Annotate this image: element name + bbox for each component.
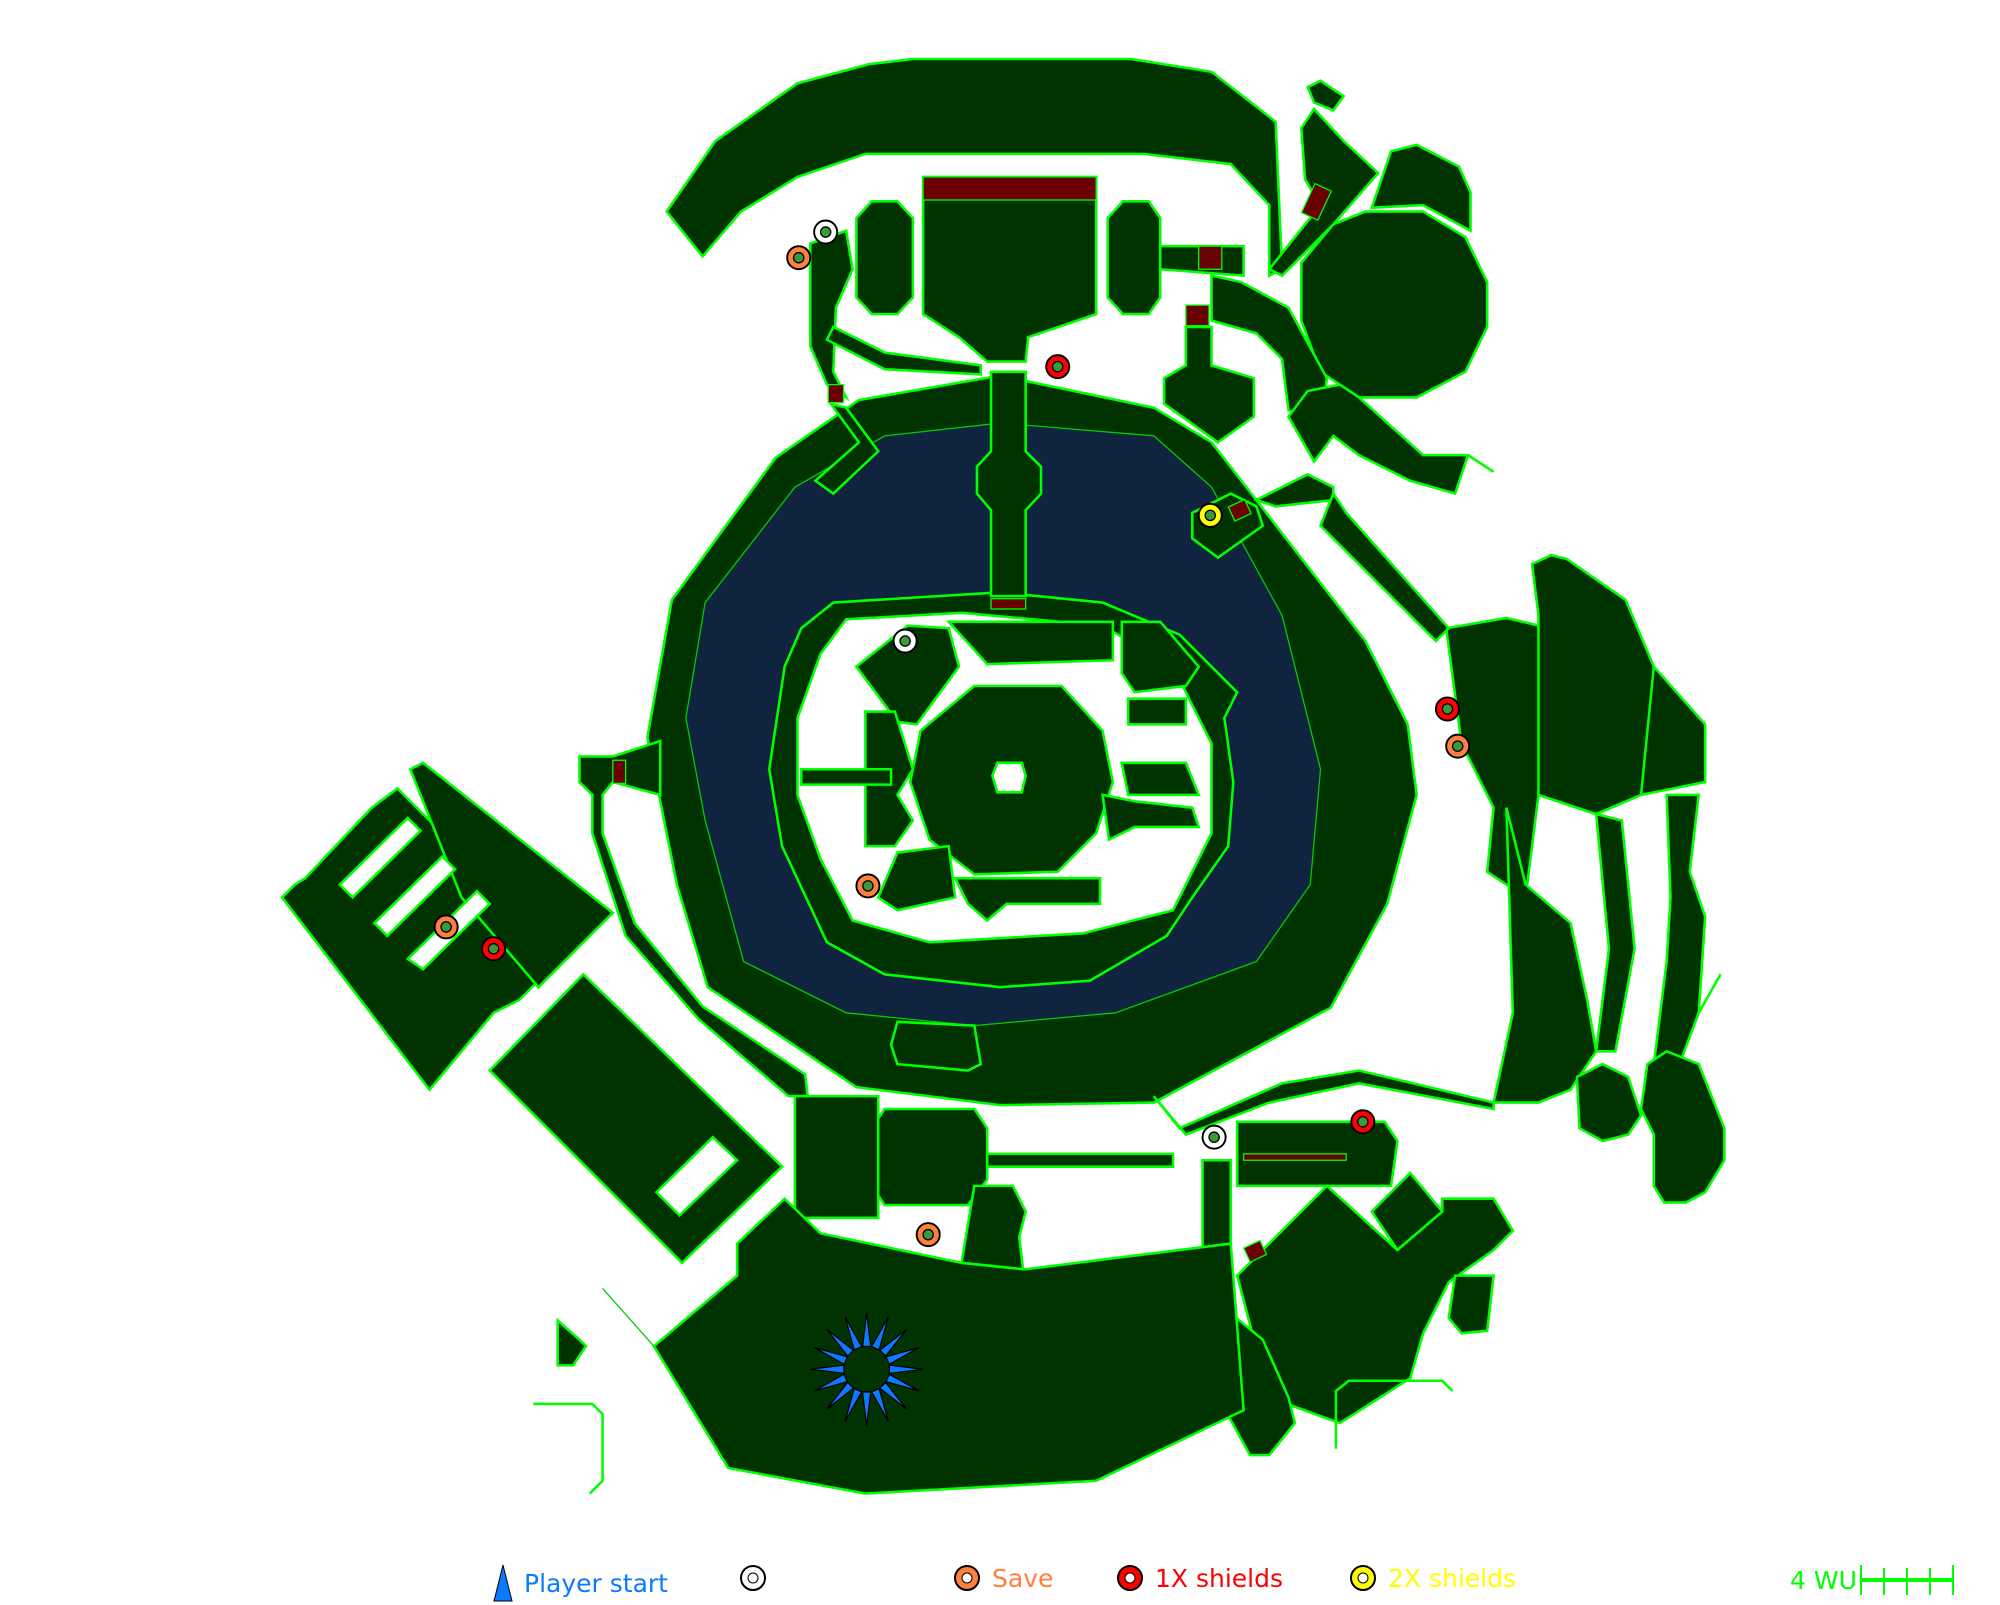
save-ring-icon [954, 1565, 980, 1591]
player-start-marker [870, 1387, 889, 1422]
legend-unlabeled-marker [738, 1563, 768, 1593]
legend-2x-shields: 2X shields [1348, 1563, 1516, 1593]
player-start-marker [885, 1347, 920, 1366]
player-start-triangle-icon [493, 1564, 513, 1602]
player-start-marker [814, 1347, 849, 1366]
player-start-marker [888, 1364, 924, 1375]
map-geometry [280, 57, 1726, 1495]
player-start-marker [885, 1373, 920, 1392]
player-start-marker [861, 1391, 872, 1426]
legend-1x-shields-label: 1X shields [1155, 1563, 1284, 1593]
player-start-marker [844, 1316, 863, 1351]
1x-shields-ring-icon [1117, 1565, 1143, 1591]
legend: Player start Save 1X shields 2X shields … [0, 1555, 2000, 1605]
player-start-marker [826, 1328, 855, 1358]
player-start-marker [826, 1381, 855, 1410]
legend-player-start: Player start [492, 1563, 668, 1603]
player-start-marker [878, 1381, 908, 1410]
player-start-marker [810, 1364, 845, 1375]
player-start-icon [810, 1312, 924, 1426]
legend-1x-shields: 1X shields [1115, 1563, 1283, 1593]
player-start-marker [870, 1316, 889, 1351]
player-start-marker [814, 1373, 849, 1392]
markers [433, 219, 1471, 1426]
legend-save-label: Save [992, 1563, 1054, 1593]
legend-save: Save [952, 1563, 1053, 1593]
scale-bar-icon [1859, 1565, 1954, 1595]
player-start-marker [878, 1328, 908, 1358]
player-start-marker [844, 1387, 863, 1422]
scale-label: 4 WU [1790, 1565, 1857, 1595]
player-start-marker [861, 1312, 872, 1348]
white-ring-icon [740, 1565, 766, 1591]
2x-shields-ring-icon [1350, 1565, 1376, 1591]
legend-2x-shields-label: 2X shields [1388, 1563, 1517, 1593]
legend-player-start-label: Player start [524, 1568, 668, 1598]
legend-scale: 4 WU [1790, 1563, 1955, 1597]
